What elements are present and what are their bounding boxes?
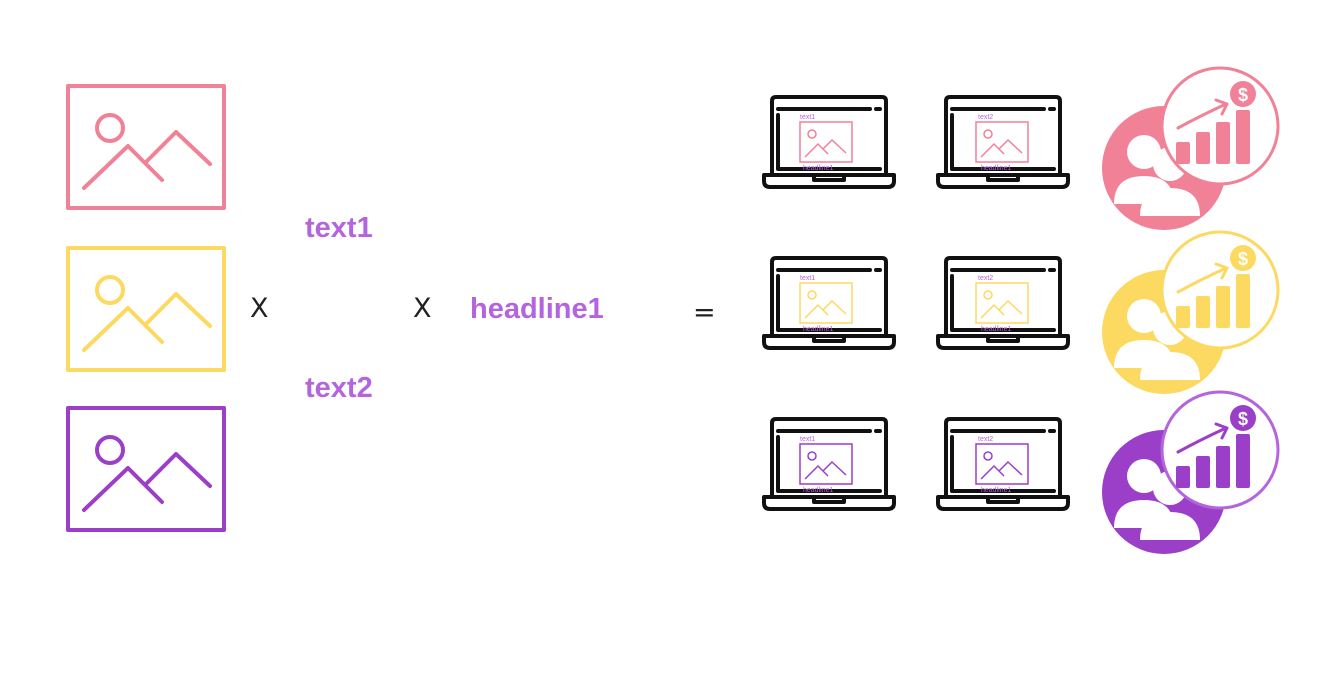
laptop-headline-label: headline1 <box>981 487 1011 494</box>
laptop-text-label: text1 <box>800 114 815 121</box>
multiply-operator-1: X <box>250 293 269 324</box>
audience-growth-icon-yellow: $ <box>1102 230 1280 394</box>
text1-label: text1 <box>305 212 373 244</box>
laptop-headline-label: headline1 <box>803 487 833 494</box>
audience-growth-icon-pink: $ <box>1102 66 1280 230</box>
dollar-sign: $ <box>1238 85 1248 105</box>
laptop-text-label: text2 <box>978 436 993 443</box>
dollar-sign: $ <box>1238 409 1248 429</box>
laptop-headline-label: headline1 <box>803 326 833 333</box>
laptop-text-label: text1 <box>800 436 815 443</box>
laptop-icon: text1 headline1 <box>762 256 896 352</box>
audience-growth-icon-purple: $ <box>1102 390 1280 554</box>
laptop-text-label: text2 <box>978 114 993 121</box>
image-icon-pink <box>66 84 226 210</box>
text2-label: text2 <box>305 372 373 404</box>
laptop-headline-label: headline1 <box>981 326 1011 333</box>
image-icon-yellow <box>66 246 226 372</box>
dollar-sign: $ <box>1238 249 1248 269</box>
laptop-text-label: text1 <box>800 275 815 282</box>
laptop-text-label: text2 <box>978 275 993 282</box>
equals-operator: = <box>693 297 716 328</box>
multiply-operator-2: X <box>413 293 432 324</box>
headline-label: headline1 <box>470 293 604 325</box>
laptop-icon: text2 headline1 <box>936 95 1070 191</box>
laptop-headline-label: headline1 <box>803 165 833 172</box>
laptop-icon: text2 headline1 <box>936 417 1070 513</box>
laptop-headline-label: headline1 <box>981 165 1011 172</box>
image-icon-purple <box>66 406 226 532</box>
laptop-icon: text2 headline1 <box>936 256 1070 352</box>
laptop-icon: text1 headline1 <box>762 417 896 513</box>
laptop-icon: text1 headline1 <box>762 95 896 191</box>
